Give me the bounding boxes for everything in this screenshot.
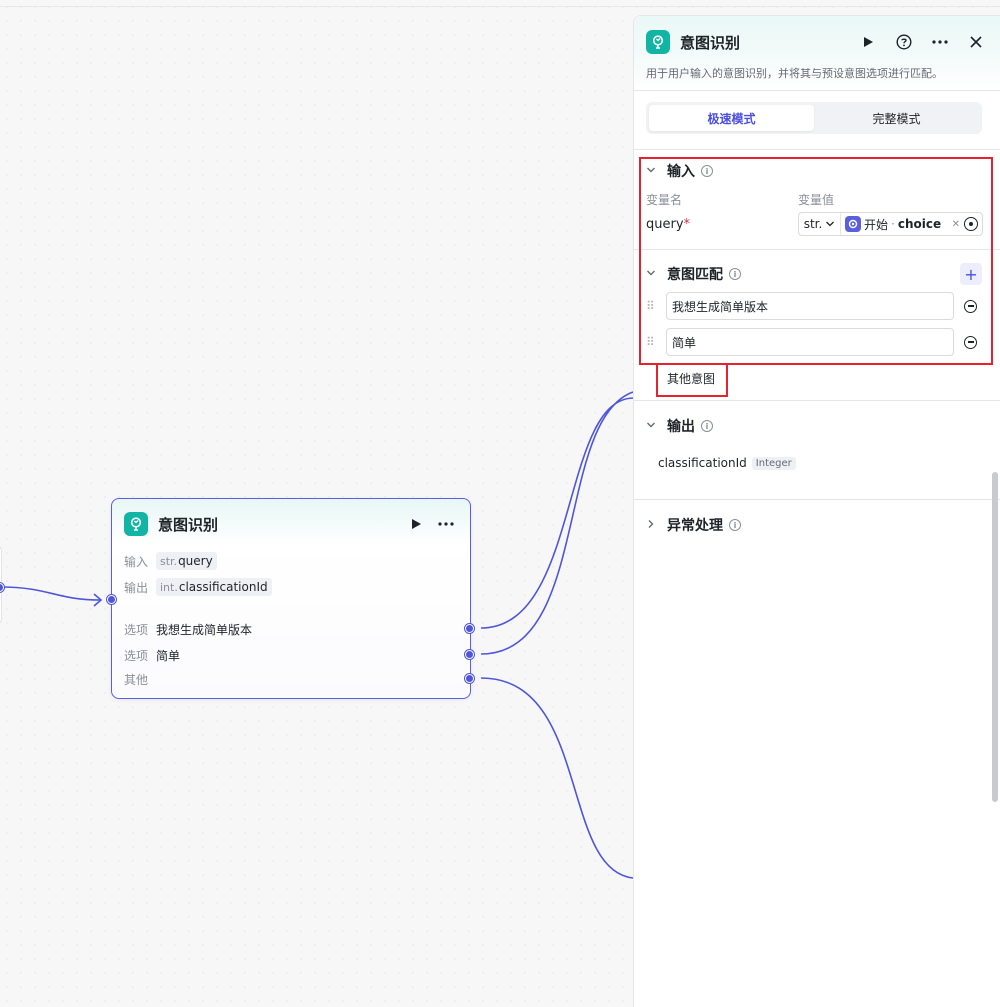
chevron-down-icon — [646, 165, 660, 178]
variable-name: query* — [646, 217, 691, 232]
mode-switch: 极速模式 完整模式 — [646, 102, 982, 134]
tab-fast-mode[interactable]: 极速模式 — [649, 105, 814, 131]
intent-section-header[interactable]: 意图匹配 i — [646, 264, 741, 284]
reference-chip[interactable]: 开始 · choice — [845, 216, 952, 233]
canvas-top-border — [0, 6, 1000, 7]
intent-app-icon — [646, 30, 670, 54]
column-header-value: 变量值 — [798, 193, 835, 207]
clear-icon[interactable]: ✕ — [951, 218, 960, 230]
info-icon[interactable]: i — [701, 420, 713, 432]
intent-recognition-node[interactable]: 意图识别 输入 str.query 输出 int.classificationI… — [107, 498, 474, 699]
edge-input-arrow — [93, 593, 103, 607]
edge-other — [480, 677, 634, 879]
chevron-down-icon — [646, 268, 660, 281]
close-icon[interactable] — [964, 30, 988, 54]
variable-value-field[interactable]: str. 开始 · choice ✕ — [798, 212, 983, 236]
more-icon[interactable] — [434, 512, 458, 536]
tab-full-mode[interactable]: 完整模式 — [872, 111, 921, 126]
input-tag: str.query — [156, 552, 217, 570]
error-section-header[interactable]: 异常处理 i — [646, 515, 741, 535]
intent-app-icon — [124, 512, 148, 536]
output-label: 输出 — [124, 580, 149, 595]
output-variable: classificationId Integer — [658, 456, 796, 470]
edge-input — [0, 586, 102, 601]
other-port[interactable] — [465, 674, 474, 683]
remove-intent-icon[interactable] — [964, 335, 977, 349]
chevron-right-icon — [646, 519, 660, 532]
help-icon[interactable] — [892, 30, 916, 54]
previous-node-output-port[interactable] — [0, 583, 4, 592]
input-label: 输入 — [124, 554, 149, 569]
info-icon[interactable]: i — [729, 268, 741, 280]
drag-handle-icon[interactable]: ⠿ — [646, 299, 655, 313]
output-section-header[interactable]: 输出 i — [646, 416, 713, 436]
node-option-row: 选项 简单 — [124, 649, 181, 663]
intent-row: ⠿ 我想生成简单版本 — [646, 292, 982, 320]
node-input-port[interactable] — [107, 595, 116, 604]
info-icon[interactable]: i — [701, 165, 713, 177]
node-settings-panel: 意图识别 用于用户输入的意图识别，并将其与预设意图选项进行匹配。 极速模式 完整… — [633, 15, 1000, 1007]
input-section-header[interactable]: 输入 i — [646, 161, 713, 181]
target-icon[interactable] — [964, 217, 978, 231]
run-icon[interactable] — [404, 512, 428, 536]
column-header-name: 变量名 — [646, 193, 683, 207]
intent-input[interactable]: 简单 — [666, 328, 954, 356]
drag-handle-icon[interactable]: ⠿ — [646, 335, 655, 349]
panel-description: 用于用户输入的意图识别，并将其与预设意图选项进行匹配。 — [646, 67, 943, 80]
scrollbar[interactable] — [992, 472, 998, 802]
chevron-down-icon — [646, 420, 660, 433]
node-input-row: 输入 str.query — [124, 552, 217, 570]
node-output-row: 输出 int.classificationId — [124, 578, 272, 596]
info-icon[interactable]: i — [729, 519, 741, 531]
more-icon[interactable] — [928, 30, 952, 54]
node-other-row: 其他 — [124, 673, 149, 687]
run-icon[interactable] — [856, 30, 880, 54]
option-1-port[interactable] — [465, 624, 474, 633]
edge-option-1 — [480, 397, 634, 629]
option-2-port[interactable] — [465, 650, 474, 659]
remove-intent-icon[interactable] — [964, 299, 977, 313]
other-intent-label: 其他意图 — [667, 372, 716, 386]
type-select[interactable]: str. — [799, 213, 841, 235]
intent-row: ⠿ 简单 — [646, 328, 982, 356]
edge-option-2 — [480, 391, 634, 655]
panel-title: 意图识别 — [680, 33, 741, 52]
chevron-down-icon — [826, 221, 835, 227]
output-type-badge: Integer — [751, 456, 796, 470]
add-intent-button[interactable]: + — [960, 263, 982, 285]
node-title: 意图识别 — [158, 515, 219, 534]
start-node-icon — [845, 216, 861, 232]
output-tag: int.classificationId — [156, 578, 272, 596]
intent-input[interactable]: 我想生成简单版本 — [666, 292, 954, 320]
node-option-row: 选项 我想生成简单版本 — [124, 623, 253, 637]
